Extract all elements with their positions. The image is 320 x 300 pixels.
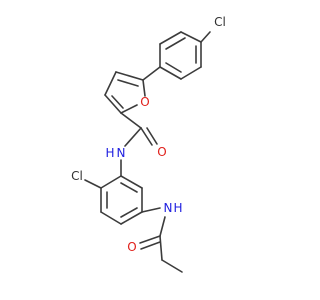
bond: [159, 66, 182, 80]
lower-carbonyl-oxygen-label: O: [127, 240, 136, 254]
bond: [161, 259, 183, 273]
bond: [100, 175, 122, 189]
furan-oxygen-label: O: [140, 95, 149, 109]
bond: [159, 235, 163, 261]
bond: [120, 104, 138, 114]
bond: [165, 37, 186, 50]
lower-hydrogen-label: H: [173, 201, 182, 215]
bond: [159, 216, 166, 237]
bond: [84, 179, 102, 189]
bond: [120, 182, 138, 193]
bond: [141, 207, 161, 213]
amide-hydrogen-label: H: [105, 146, 114, 160]
bond: [100, 211, 122, 225]
bond: [139, 235, 161, 244]
bond: [140, 127, 153, 146]
bond: [140, 241, 161, 250]
bond: [180, 31, 202, 43]
bond: [180, 66, 202, 80]
bond: [142, 79, 146, 97]
amide-nitrogen-label: N: [117, 146, 126, 160]
bond: [120, 211, 143, 225]
ring-chlorine-label: Cl: [71, 169, 83, 183]
molecule-structure: Cl O N H O Cl N H O: [71, 15, 226, 273]
bond: [117, 79, 139, 87]
bond: [159, 31, 182, 45]
bond: [146, 127, 158, 145]
bond: [120, 207, 138, 218]
atom-label-layer: Cl O N H O Cl N H O: [71, 15, 226, 254]
bond-layer: [84, 31, 211, 273]
bond: [120, 175, 143, 189]
bond: [200, 31, 211, 43]
carbonyl-oxygen-label: O: [157, 145, 166, 159]
bond: [124, 127, 142, 147]
bond: [165, 62, 182, 73]
bond: [115, 71, 144, 81]
bond: [120, 112, 142, 129]
bond: [111, 95, 124, 109]
bond: [104, 94, 122, 114]
lower-nitrogen-label: N: [164, 201, 173, 215]
bond: [104, 71, 117, 96]
bond: [142, 66, 161, 81]
chlorine-label: Cl: [214, 15, 226, 29]
